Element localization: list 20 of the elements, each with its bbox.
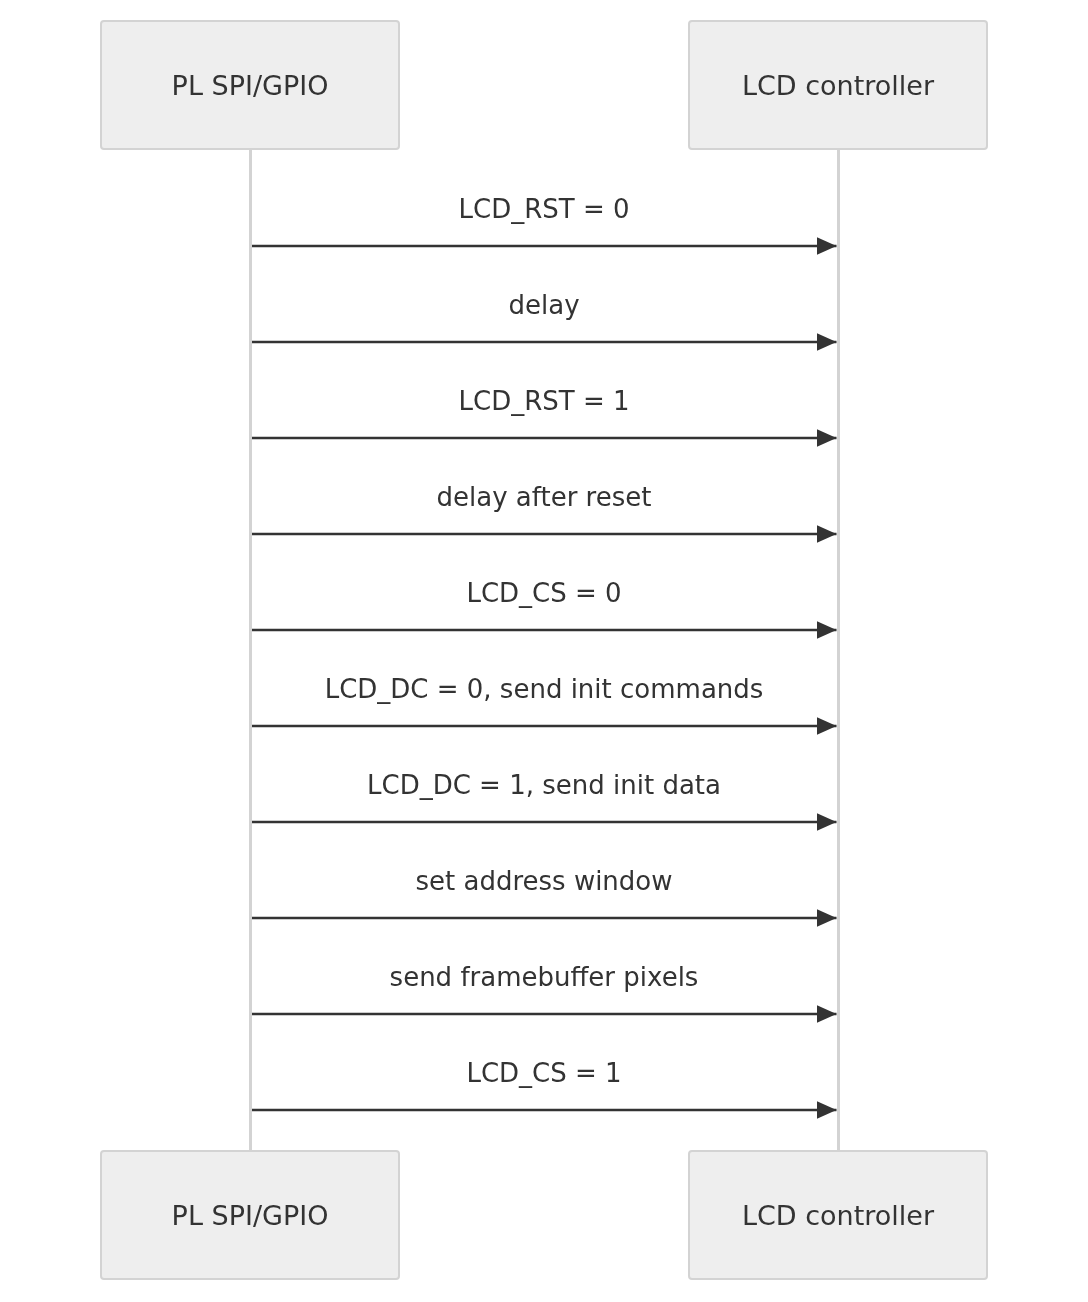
participant-name: PL SPI/GPIO — [171, 69, 329, 101]
lifeline — [836, 150, 840, 1150]
message-arrow — [251, 429, 837, 447]
message-arrow — [251, 1005, 837, 1023]
participant-name: PL SPI/GPIO — [171, 1199, 329, 1231]
lifeline — [248, 150, 252, 1150]
participant-box — [100, 20, 400, 150]
participant-box — [100, 1150, 400, 1280]
message-arrow — [251, 717, 837, 735]
message-arrow — [251, 813, 837, 831]
message-arrow — [251, 909, 837, 927]
message-arrow — [251, 237, 837, 255]
participant-name: LCD controller — [741, 1199, 935, 1231]
message-arrow — [251, 525, 837, 543]
participant-box — [688, 1150, 988, 1280]
message-arrow — [251, 621, 837, 639]
participant-box — [688, 20, 988, 150]
message-arrow — [251, 333, 837, 351]
participant-name: LCD controller — [741, 69, 935, 101]
message-arrow — [251, 1101, 837, 1119]
